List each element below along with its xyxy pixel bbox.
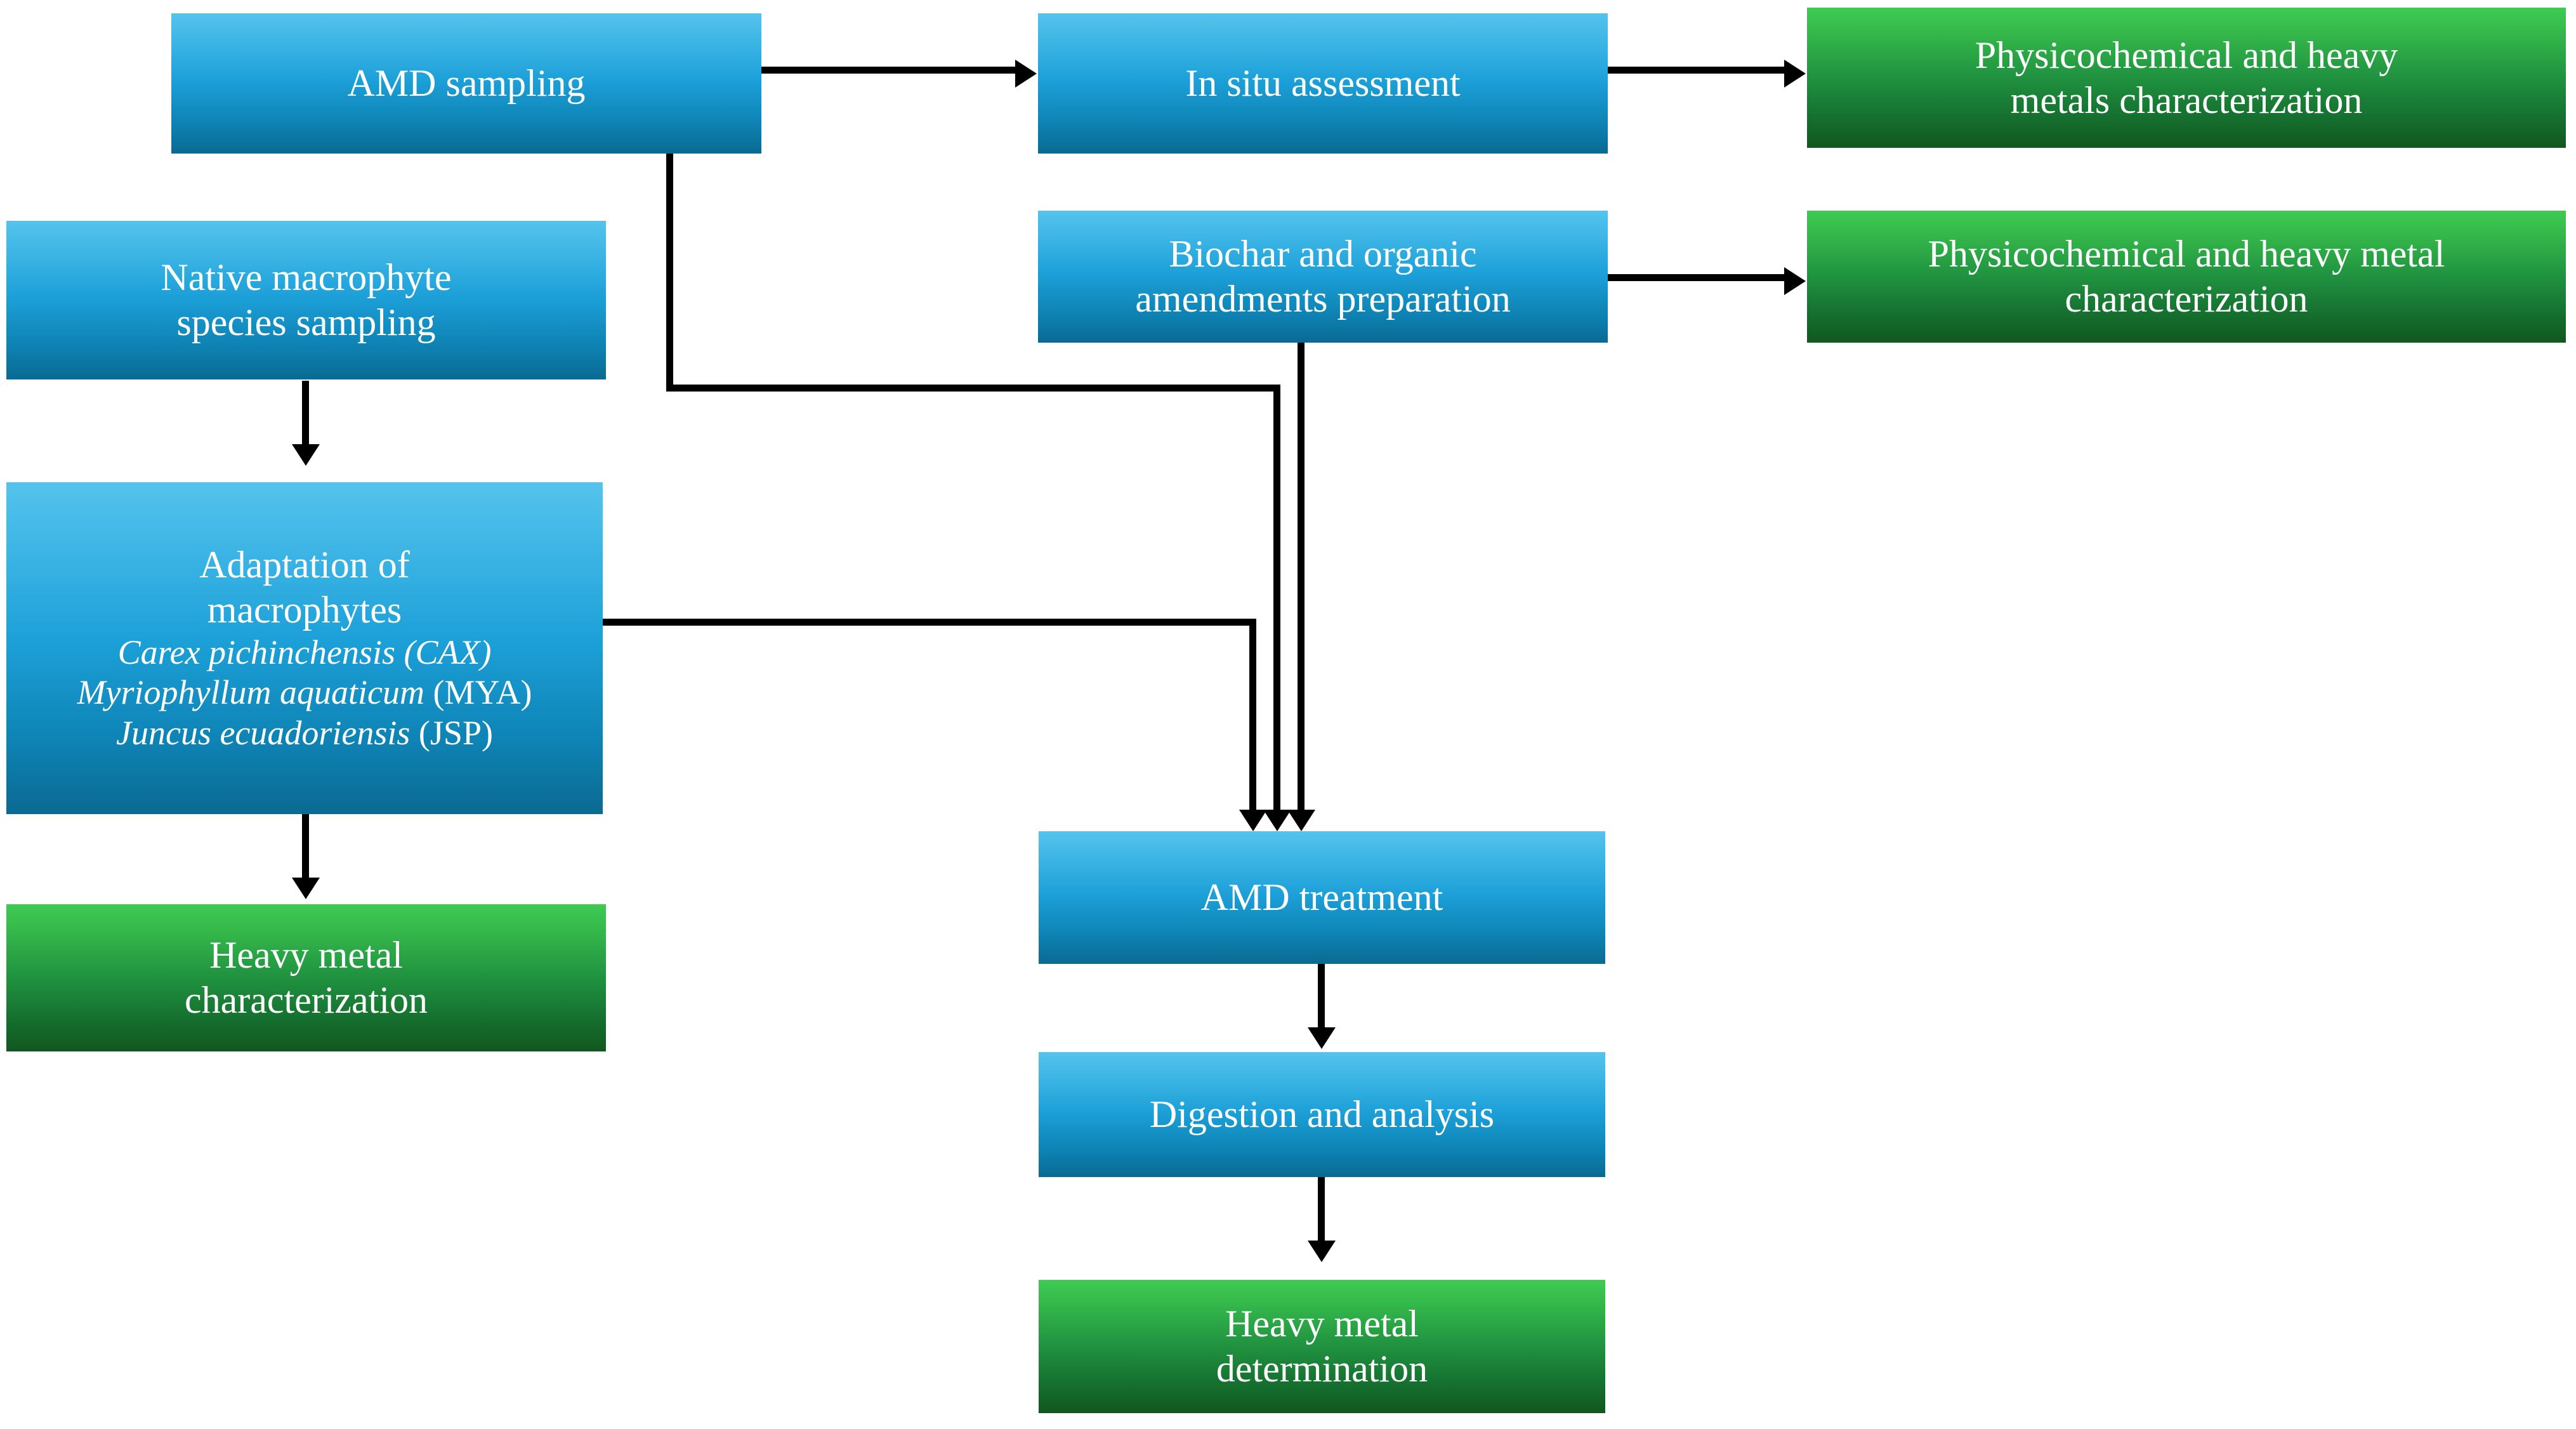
node-heavy-metal-determination[interactable]: Heavy metal determination bbox=[1039, 1280, 1605, 1413]
node-amd-sampling[interactable]: AMD sampling bbox=[171, 13, 761, 154]
node-heavy-metal-characterization-line2: characterization bbox=[184, 979, 428, 1021]
species-name-jsp: Juncus ecuadoriensis bbox=[116, 714, 411, 753]
arrowhead-hm-characterization bbox=[292, 878, 320, 899]
species-item-mya: Myriophyllum aquaticum (MYA) bbox=[77, 673, 532, 713]
node-adaptation-macrophytes[interactable]: Adaptation of macrophytes Carex pichinch… bbox=[6, 482, 603, 814]
species-code-cax: (CAX) bbox=[404, 633, 492, 671]
edge-adaptation-right-segment bbox=[603, 619, 1256, 626]
species-code-jsp: (JSP) bbox=[418, 714, 493, 753]
arrowhead-amd-treatment-from-sampling bbox=[1263, 810, 1291, 831]
species-item-cax: Carex pichinchensis (CAX) bbox=[118, 633, 492, 673]
species-code-mya: (MYA) bbox=[433, 673, 532, 712]
arrowhead-hm-determination bbox=[1308, 1241, 1336, 1262]
arrowhead-amd-treatment-from-adaptation bbox=[1239, 810, 1267, 831]
arrowhead-in-situ bbox=[1015, 60, 1037, 88]
species-item-jsp: Juncus ecuadoriensis (JSP) bbox=[116, 713, 493, 754]
edge-adaptation-to-hm-characterization bbox=[302, 814, 309, 884]
arrowhead-amd-treatment-from-biochar bbox=[1287, 810, 1315, 831]
edge-biochar-to-physchem-metal bbox=[1608, 274, 1785, 281]
node-native-macrophyte-sampling-line2: species sampling bbox=[176, 301, 436, 343]
node-heavy-metal-characterization[interactable]: Heavy metal characterization bbox=[6, 904, 606, 1051]
node-in-situ-assessment[interactable]: In situ assessment bbox=[1038, 13, 1608, 154]
node-heavy-metal-characterization-line1: Heavy metal bbox=[209, 934, 403, 977]
edge-biochar-to-amd-treatment bbox=[1298, 343, 1304, 816]
edge-digestion-to-hm-determination bbox=[1318, 1177, 1325, 1247]
node-physicochemical-heavy-metal-line1: Physicochemical and heavy metal bbox=[1928, 233, 2445, 275]
node-native-macrophyte-sampling[interactable]: Native macrophyte species sampling bbox=[6, 221, 606, 379]
node-physicochemical-heavy-metals-line2: metals characterization bbox=[2010, 79, 2363, 121]
node-biochar-amendments[interactable]: Biochar and organic amendments preparati… bbox=[1038, 211, 1608, 343]
node-amd-treatment[interactable]: AMD treatment bbox=[1039, 831, 1605, 964]
node-biochar-amendments-line1: Biochar and organic bbox=[1169, 233, 1477, 275]
node-heavy-metal-determination-line2: determination bbox=[1216, 1348, 1428, 1390]
edge-amd-sampling-down-segment bbox=[666, 154, 673, 392]
edge-amd-sampling-final-down-segment bbox=[1273, 385, 1280, 816]
node-adaptation-macrophytes-line1: Adaptation of bbox=[199, 544, 410, 586]
node-in-situ-assessment-label: In situ assessment bbox=[1185, 62, 1461, 105]
node-physicochemical-heavy-metal-line2: characterization bbox=[2065, 278, 2308, 320]
node-amd-sampling-label: AMD sampling bbox=[347, 62, 586, 105]
node-heavy-metal-determination-line1: Heavy metal bbox=[1225, 1303, 1419, 1345]
edge-amd-treatment-to-digestion bbox=[1318, 964, 1325, 1034]
edge-adaptation-down-segment bbox=[1249, 619, 1256, 816]
node-amd-treatment-label: AMD treatment bbox=[1200, 876, 1443, 919]
edge-amd-sampling-right-segment bbox=[666, 385, 1280, 392]
edge-native-to-adaptation bbox=[302, 381, 309, 451]
edge-amd-sampling-to-in-situ bbox=[761, 67, 1016, 74]
species-name-mya: Myriophyllum aquaticum bbox=[77, 673, 424, 712]
node-physicochemical-heavy-metals-line1: Physicochemical and heavy bbox=[1975, 34, 2398, 76]
node-adaptation-macrophytes-line2: macrophytes bbox=[207, 588, 402, 631]
arrowhead-physchem-metals bbox=[1784, 60, 1806, 88]
node-biochar-amendments-line2: amendments preparation bbox=[1135, 278, 1511, 320]
arrowhead-adaptation bbox=[292, 444, 320, 466]
arrowhead-physchem-metal bbox=[1784, 267, 1806, 295]
node-physicochemical-heavy-metals[interactable]: Physicochemical and heavy metals charact… bbox=[1807, 8, 2566, 148]
edge-in-situ-to-physchem-metals bbox=[1608, 67, 1785, 74]
species-name-cax: Carex pichinchensis bbox=[117, 633, 395, 671]
node-native-macrophyte-sampling-line1: Native macrophyte bbox=[161, 256, 452, 299]
node-digestion-analysis-label: Digestion and analysis bbox=[1149, 1093, 1495, 1136]
arrowhead-digestion bbox=[1308, 1027, 1336, 1049]
node-physicochemical-heavy-metal[interactable]: Physicochemical and heavy metal characte… bbox=[1807, 211, 2566, 343]
node-digestion-analysis[interactable]: Digestion and analysis bbox=[1039, 1052, 1605, 1177]
